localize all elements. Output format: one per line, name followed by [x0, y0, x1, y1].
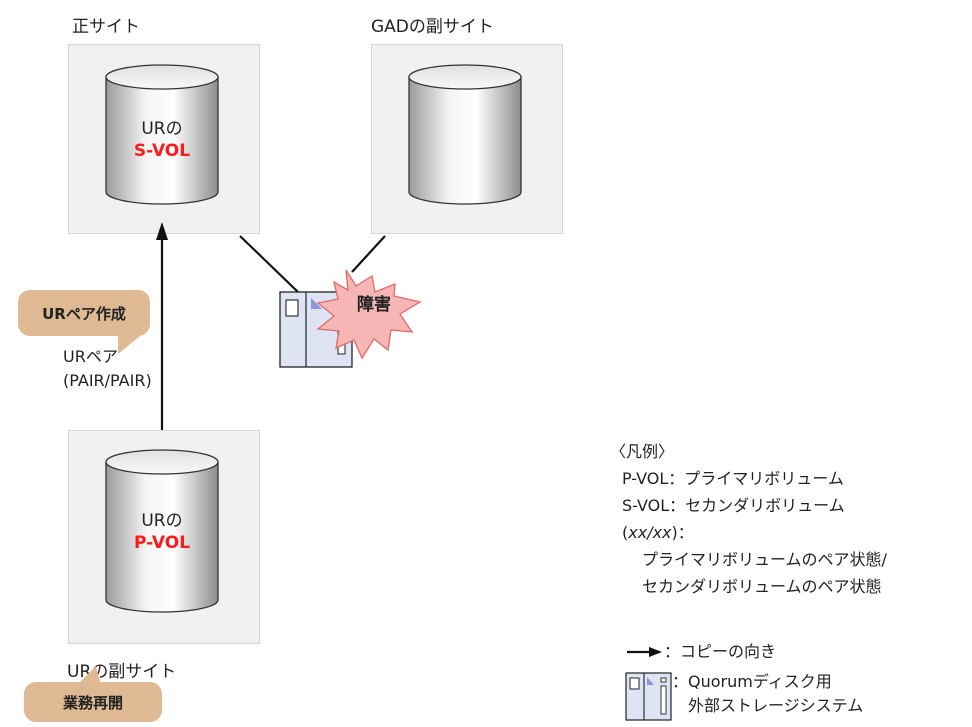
legend-quorum-icon [625, 672, 672, 721]
legend-status-key: (xx/xx)： [610, 519, 965, 546]
callout-tail-pair-create [118, 336, 140, 354]
svol-label-line1: URの [141, 119, 183, 139]
legend-status-desc-1: プライマリボリュームのペア状態/ [642, 550, 887, 569]
callout-resume-business: 業務再開 [24, 682, 162, 722]
svol-label: URの S-VOL [106, 118, 218, 168]
legend: 〈凡例〉 P-VOL：プライマリボリューム S-VOL：セカンダリボリューム (… [610, 438, 965, 600]
legend-status-key-italic: xx/xx [628, 523, 672, 542]
primary-quorum-path [239, 235, 299, 293]
callout-tail-resume [80, 666, 100, 682]
legend-status-key-close: )： [671, 523, 694, 542]
failure-burst-icon [316, 269, 422, 360]
legend-copy-arrow-head [649, 647, 662, 657]
legend-quorum-line2: 外部ストレージシステム [688, 696, 864, 715]
pvol-label: URの P-VOL [106, 510, 218, 560]
pvol-cylinder [105, 449, 219, 613]
svol-cylinder [105, 64, 219, 205]
legend-status-key-open: ( [622, 523, 629, 542]
legend-title: 〈凡例〉 [610, 442, 675, 461]
legend-quorum-line1: ：Quorumディスク用 [672, 672, 832, 691]
legend-status-desc-2: セカンダリボリュームのペア状態 [642, 577, 882, 596]
legend-pvol: P-VOL：プライマリボリューム [622, 469, 844, 488]
failure-label: 障害 [357, 295, 391, 315]
legend-svol: S-VOL：セカンダリボリューム [622, 496, 845, 515]
gad-quorum-path [351, 235, 386, 273]
pair-status-line2: (PAIR/PAIR) [63, 371, 152, 390]
gad-volume-cylinder [408, 64, 522, 205]
pair-status-line1: URペア [63, 347, 118, 366]
callout-ur-pair-create: URペア作成 [18, 290, 150, 336]
copy-arrow-head [156, 222, 168, 240]
pair-status-label: URペア (PAIR/PAIR) [63, 345, 163, 393]
legend-copy-direction: ：コピーの向き [664, 642, 777, 661]
gad-secondary-site-label: GADの副サイト [371, 17, 494, 37]
primary-site-label: 正サイト [72, 17, 140, 37]
pvol-label-line2: P-VOL [133, 533, 191, 553]
svol-label-line2: S-VOL [133, 141, 191, 161]
pvol-label-line1: URの [141, 511, 183, 531]
